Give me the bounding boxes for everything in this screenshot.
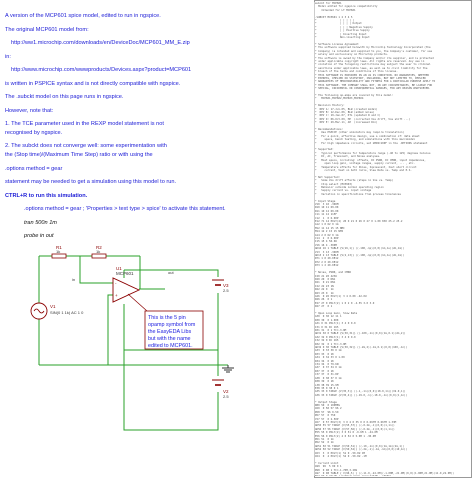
resistor-r2[interactable]: R2 1k xyxy=(91,245,107,259)
note-1b: recognised by ngspice. xyxy=(5,129,63,136)
v1-name: V1 xyxy=(50,304,56,309)
r1-name: R1 xyxy=(56,245,62,250)
net-label-out: out xyxy=(168,270,174,275)
note-run: CTRL+R to run this simulation. xyxy=(5,192,88,199)
u1-part: MCP601 xyxy=(116,271,134,276)
note-statement: statement may be needed to get a simulat… xyxy=(5,179,177,186)
note-in: in: xyxy=(5,53,11,60)
callout-line-5: edited to MCP601. xyxy=(148,343,193,349)
callout-line-3: the EasyEDA Libs xyxy=(148,329,191,335)
v3-name: V3 xyxy=(223,283,229,288)
wire-v2-bottom xyxy=(123,350,219,431)
spice-probe-directive[interactable]: probe in out xyxy=(24,233,54,240)
note-intro: A version of the MCP601 spice model, edi… xyxy=(5,13,161,19)
callout-arrow xyxy=(127,293,148,312)
v2-name: V2 xyxy=(223,389,229,394)
callout-box: This is the 5 pin opamp symbol from the … xyxy=(127,293,204,350)
opamp-u1[interactable]: - + U1 MCP601 xyxy=(112,266,141,303)
r1-value: 1k xyxy=(56,249,60,254)
note-url-zip[interactable]: http://ww1.microchip.com/downloads/en/De… xyxy=(11,40,190,46)
ground-icon xyxy=(222,365,234,373)
v3-value: 2.5 xyxy=(223,288,229,293)
r2-value: 1k xyxy=(96,249,100,254)
callout-line-4: but with the name xyxy=(148,336,191,342)
callout-line-1: This is the 5 pin xyxy=(148,315,186,321)
wire-noninv-in xyxy=(107,294,113,365)
spice-netlist[interactable]: subckt for MCP601 Model edited for ngspi… xyxy=(314,2,471,476)
note-original-model: The original MCP601 model from: xyxy=(5,26,89,33)
note-1a: 1. The TCE parameter used in the REXP mo… xyxy=(5,121,164,127)
source-v2[interactable]: V2 2.5 xyxy=(212,379,229,399)
note-2a: 2. The subckt does not converge well: so… xyxy=(5,143,167,150)
source-v3[interactable]: V3 2.5 xyxy=(212,279,229,293)
spice-tran-directive[interactable]: tran 500n 1m xyxy=(24,219,57,226)
opamp-minus-pin: - xyxy=(115,281,117,286)
r2-name: R2 xyxy=(96,245,102,250)
schematic-canvas[interactable]: R1 1k R2 1k - + U1 MCP601 in out V1 SIN(… xyxy=(0,240,314,480)
note-pspice: is written in PSPICE syntax and is not d… xyxy=(5,80,181,87)
wire-inv-in xyxy=(79,256,113,284)
u1-name: U1 xyxy=(116,266,122,271)
opamp-plus-pin: + xyxy=(115,293,118,298)
note-2b: the (Stop time)/(Maximum Time Step) rati… xyxy=(5,152,153,159)
wires xyxy=(38,255,228,431)
note-however: However, note that: xyxy=(5,107,54,114)
note-subckt: The .subckt model on this page runs in n… xyxy=(5,94,124,100)
net-label-in: in xyxy=(72,277,75,282)
callout-line-2: opamp symbol from xyxy=(148,322,196,328)
resistor-r1[interactable]: R1 1k xyxy=(51,245,67,259)
spice-options-directive[interactable]: .options method = gear ; 'Properties > t… xyxy=(24,206,226,213)
wire-v3-top xyxy=(124,269,219,277)
note-options: .options method = gear xyxy=(5,165,63,172)
v1-value: SIN(0 1 1k) AC 1 0 xyxy=(50,310,84,315)
notes-panel: A version of the MCP601 spice model, edi… xyxy=(5,12,310,241)
source-v1[interactable]: V1 SIN(0 1 1k) AC 1 0 xyxy=(30,302,84,320)
v2-value: 2.5 xyxy=(223,394,229,399)
note-url-product[interactable]: http://www.microchip.com/wwwproducts/Dev… xyxy=(11,67,192,73)
sine-icon xyxy=(33,308,45,314)
